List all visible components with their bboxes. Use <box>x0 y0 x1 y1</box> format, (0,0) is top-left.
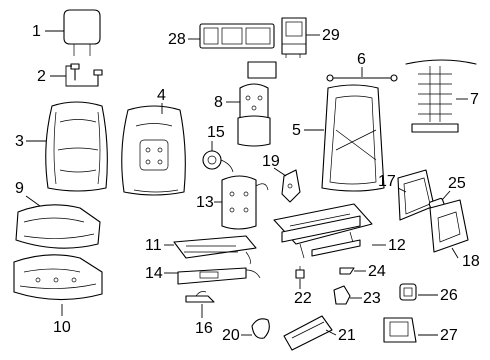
part-fastener <box>339 267 355 275</box>
part-lumbar-panel <box>237 61 277 147</box>
part-control-module <box>199 23 275 49</box>
callout-1: 1 <box>32 23 41 40</box>
callout-13: 13 <box>196 194 214 211</box>
callout-27: 27 <box>440 327 458 344</box>
part-headrest-guides <box>70 63 103 87</box>
part-seat-heater-pad <box>173 235 257 265</box>
part-heater-pad <box>221 175 269 230</box>
callout-19: 19 <box>262 153 280 170</box>
part-side-shield <box>397 169 435 221</box>
callout-2: 2 <box>37 68 46 85</box>
part-wiring-harness <box>185 291 215 303</box>
part-seat-back-frame <box>321 84 385 192</box>
callout-22: 22 <box>294 290 312 307</box>
part-seat-base-panel <box>177 267 261 285</box>
callout-9: 9 <box>15 180 24 197</box>
callout-24: 24 <box>368 263 386 280</box>
part-latch <box>333 285 351 305</box>
callout-20: 20 <box>222 327 240 344</box>
callout-23: 23 <box>363 290 381 307</box>
callout-6: 6 <box>357 51 366 68</box>
callout-16: 16 <box>195 320 213 337</box>
callout-26: 26 <box>440 287 458 304</box>
part-switch-panel <box>383 317 417 343</box>
part-headrest <box>63 9 101 56</box>
part-lumbar-spring <box>405 59 477 133</box>
callout-12: 12 <box>388 237 406 254</box>
callout-8: 8 <box>214 94 223 111</box>
part-support-rod <box>326 74 398 82</box>
callout-28: 28 <box>168 31 186 48</box>
callout-7: 7 <box>470 91 479 108</box>
part-seat-track <box>273 203 373 259</box>
callout-14: 14 <box>145 265 163 282</box>
part-side-trim <box>283 315 333 351</box>
part-switch <box>202 150 234 173</box>
part-bracket <box>281 169 301 203</box>
callout-3: 3 <box>15 133 24 150</box>
part-seat-back-assembly <box>45 101 108 192</box>
callout-4: 4 <box>157 87 166 104</box>
callout-5: 5 <box>292 122 301 139</box>
callout-10: 10 <box>53 319 71 336</box>
callout-11: 11 <box>145 237 162 254</box>
callout-25: 25 <box>448 175 466 192</box>
part-outer-shield <box>429 199 469 253</box>
part-cap <box>251 318 270 339</box>
callout-15: 15 <box>207 124 225 141</box>
part-connector <box>399 283 417 301</box>
callout-17: 17 <box>378 173 396 190</box>
part-seat-back-cover <box>121 105 186 196</box>
part-blower-module <box>281 17 307 58</box>
callout-21: 21 <box>338 327 356 344</box>
part-seat-cushion-cover <box>15 204 101 249</box>
part-clip <box>295 266 305 279</box>
part-seat-cushion-frame <box>13 254 103 301</box>
callout-18: 18 <box>462 253 480 270</box>
callout-29: 29 <box>322 27 340 44</box>
